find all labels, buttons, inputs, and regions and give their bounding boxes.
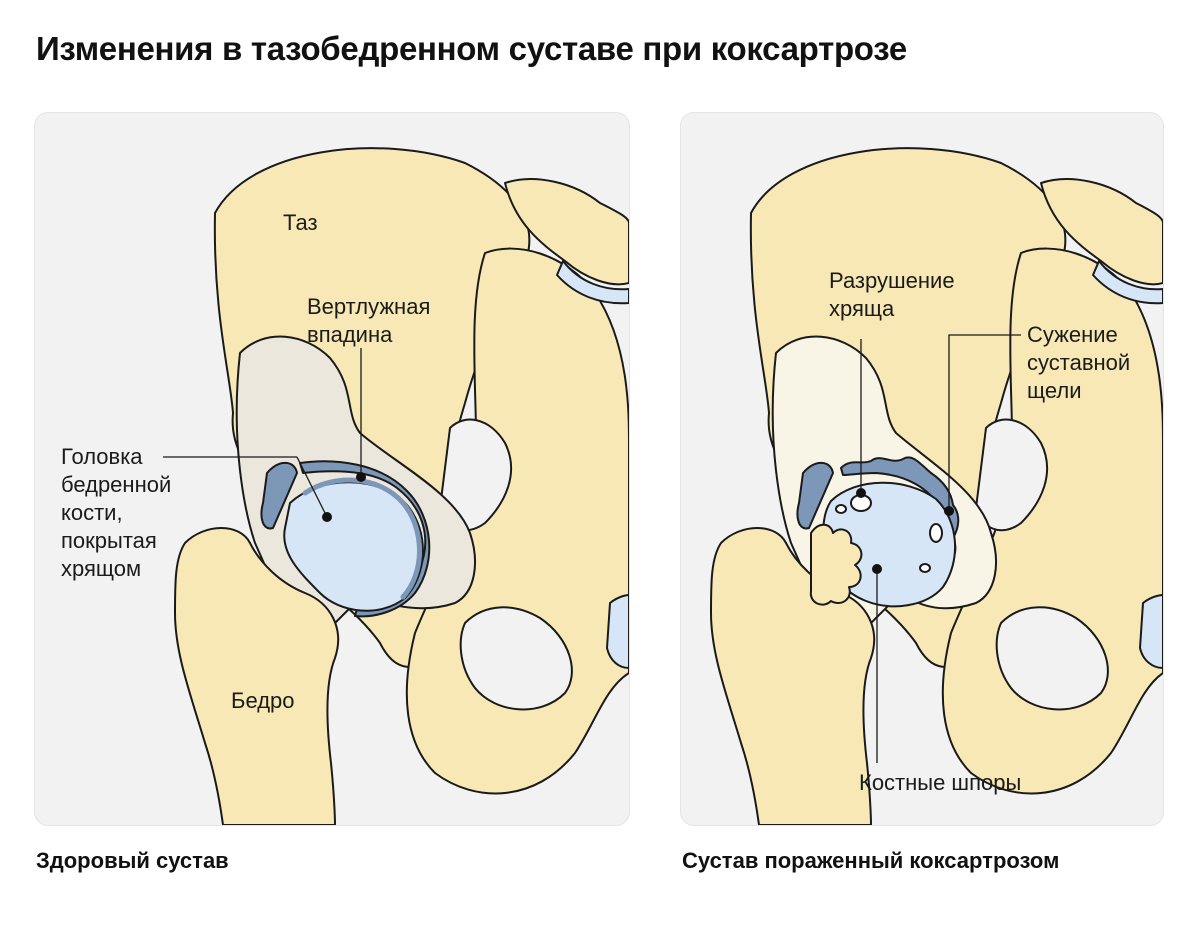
joint-narrowing-dot <box>944 506 954 516</box>
acetabulum-dot <box>356 472 366 482</box>
caption-healthy: Здоровый сустав <box>36 848 229 873</box>
labrum <box>796 461 834 530</box>
diseased-joint-panel: Разрушение хряща Сужение суставной щели … <box>680 112 1164 826</box>
diseased-joint-illustration <box>710 147 1163 825</box>
label-joint-narrowing: Сужение суставной щели <box>1027 322 1131 403</box>
pubic-cartilage <box>606 594 629 669</box>
labrum <box>260 461 298 530</box>
femoral-head-leader-down <box>296 456 328 518</box>
obturator-foramen <box>995 606 1109 711</box>
caption-diseased: Сустав пораженный коксартрозом <box>682 848 1060 873</box>
label-femur: Бедро <box>231 688 295 713</box>
healthy-joint-illustration <box>163 147 629 825</box>
label-acetabulum: Вертлужная впадина <box>307 294 431 347</box>
pubic-cartilage <box>1139 594 1163 669</box>
sacroiliac-cartilage <box>556 260 629 305</box>
label-pelvis: Таз <box>283 210 318 235</box>
sacroiliac-cartilage <box>1092 260 1163 305</box>
bone-spurs-dot <box>872 564 882 574</box>
joint-narrowing-leader <box>948 334 1021 511</box>
cyst <box>835 504 847 514</box>
cartilage-destruction-dot <box>856 488 866 498</box>
femoral-head-cartilage <box>302 477 422 600</box>
page-title: Изменения в тазобедренном суставе при ко… <box>36 30 907 67</box>
label-cartilage-destruction: Разрушение хряща <box>829 268 955 321</box>
sacrum-shape <box>504 178 629 286</box>
label-bone-spurs: Костные шпоры <box>859 770 1022 795</box>
obturator-foramen <box>459 606 573 711</box>
femur-shaft <box>174 527 340 825</box>
bone-spurs <box>809 523 863 606</box>
cyst <box>929 523 943 543</box>
femoral-head-dot <box>322 512 332 522</box>
healthy-joint-panel: Таз Вертлужная впадина Головка бедренной… <box>34 112 630 826</box>
acetabulum-cartilage <box>840 456 960 572</box>
cyst <box>919 563 931 573</box>
sacrum-shape <box>1040 178 1163 286</box>
label-femoral-head: Головка бедренной кости, покрытая хрящом <box>61 444 172 581</box>
